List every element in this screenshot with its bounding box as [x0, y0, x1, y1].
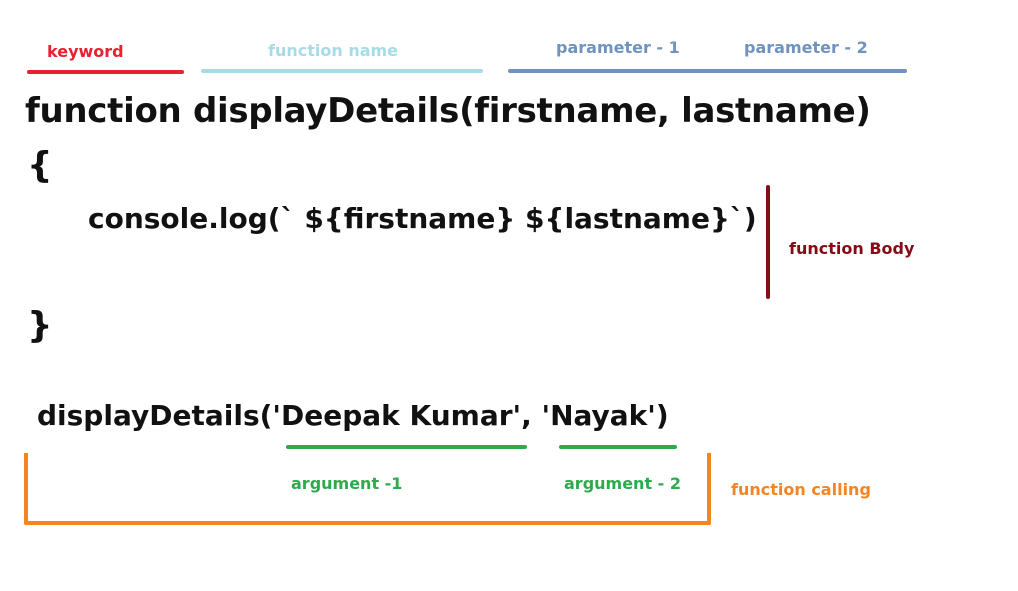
function-body-bracket — [766, 185, 770, 299]
function-body-line: console.log(` ${firstname} ${lastname}`) — [88, 202, 757, 235]
parameters-underline — [508, 69, 907, 73]
function-name-underline — [201, 69, 483, 73]
open-brace: { — [27, 145, 53, 186]
keyword-underline — [27, 70, 184, 74]
parameter-1-label: parameter - 1 — [556, 38, 680, 57]
close-brace: } — [27, 305, 53, 346]
call-argument-2: 'Nayak' — [541, 399, 656, 432]
keyword-label: keyword — [47, 42, 124, 61]
argument-1-underline — [286, 445, 527, 449]
argument-2-label: argument - 2 — [564, 474, 682, 493]
call-argument-1: 'Deepak Kumar' — [272, 399, 522, 432]
call-separator: , — [521, 399, 542, 432]
parameter-2-label: parameter - 2 — [744, 38, 868, 57]
function-signature: function displayDetails(firstname, lastn… — [25, 91, 871, 131]
call-close-paren: ) — [655, 399, 669, 432]
argument-2-underline — [559, 445, 677, 449]
function-name-label: function name — [268, 41, 399, 60]
call-function-name: displayDetails( — [37, 399, 273, 432]
function-call: displayDetails('Deepak Kumar', 'Nayak') — [37, 399, 669, 432]
argument-1-label: argument -1 — [291, 474, 403, 493]
function-calling-bracket — [24, 453, 711, 525]
function-calling-label: function calling — [731, 480, 871, 499]
function-body-label: function Body — [789, 239, 915, 258]
